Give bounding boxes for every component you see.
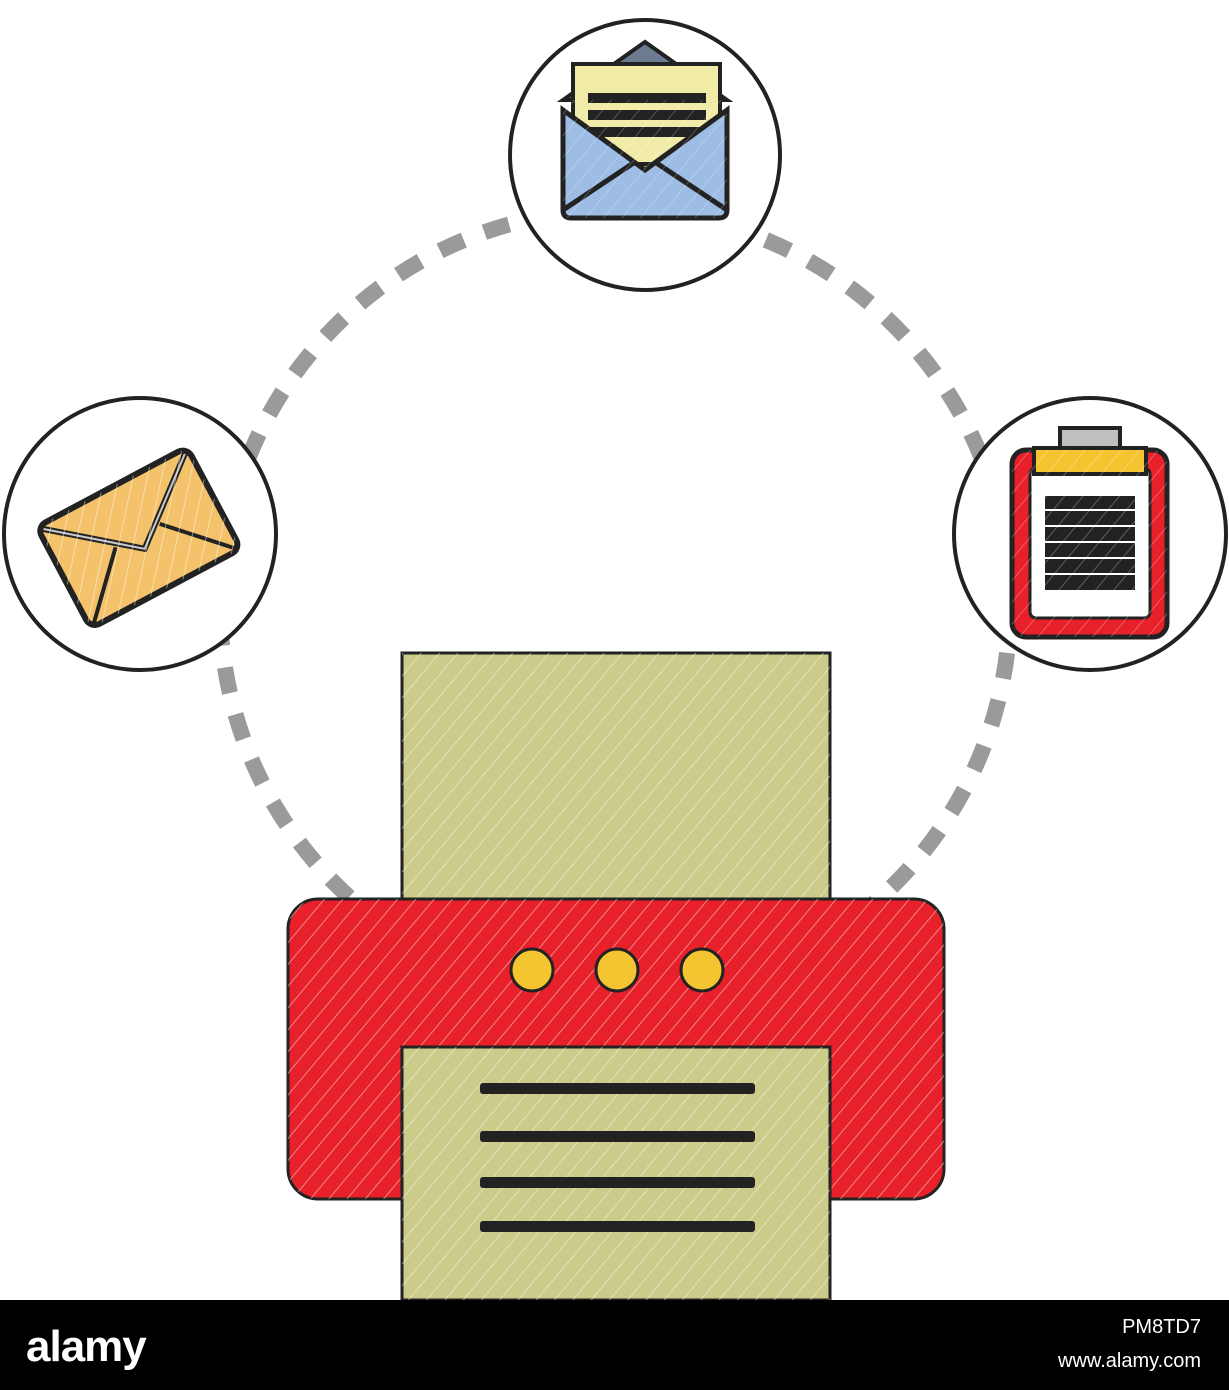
printer-button — [509, 947, 555, 993]
open-envelope-with-letter-icon — [556, 39, 734, 221]
printer-network-illustration — [2, 18, 1228, 1300]
closed-envelope-icon — [37, 447, 241, 628]
stock-footer-bar: alamy PM8TD7 www.alamy.com — [0, 1300, 1229, 1390]
image-id-label: PM8TD7 — [1122, 1316, 1201, 1338]
printer-button — [594, 947, 640, 993]
printer-icon — [286, 651, 946, 1300]
brand-logo: alamy — [26, 1322, 147, 1371]
clipboard-node — [952, 396, 1228, 672]
closed-envelope-node — [2, 396, 278, 672]
open-envelope-node — [508, 18, 782, 292]
site-url-label: www.alamy.com — [1058, 1350, 1201, 1372]
clipboard-icon — [1009, 426, 1170, 640]
printer-button — [679, 947, 725, 993]
